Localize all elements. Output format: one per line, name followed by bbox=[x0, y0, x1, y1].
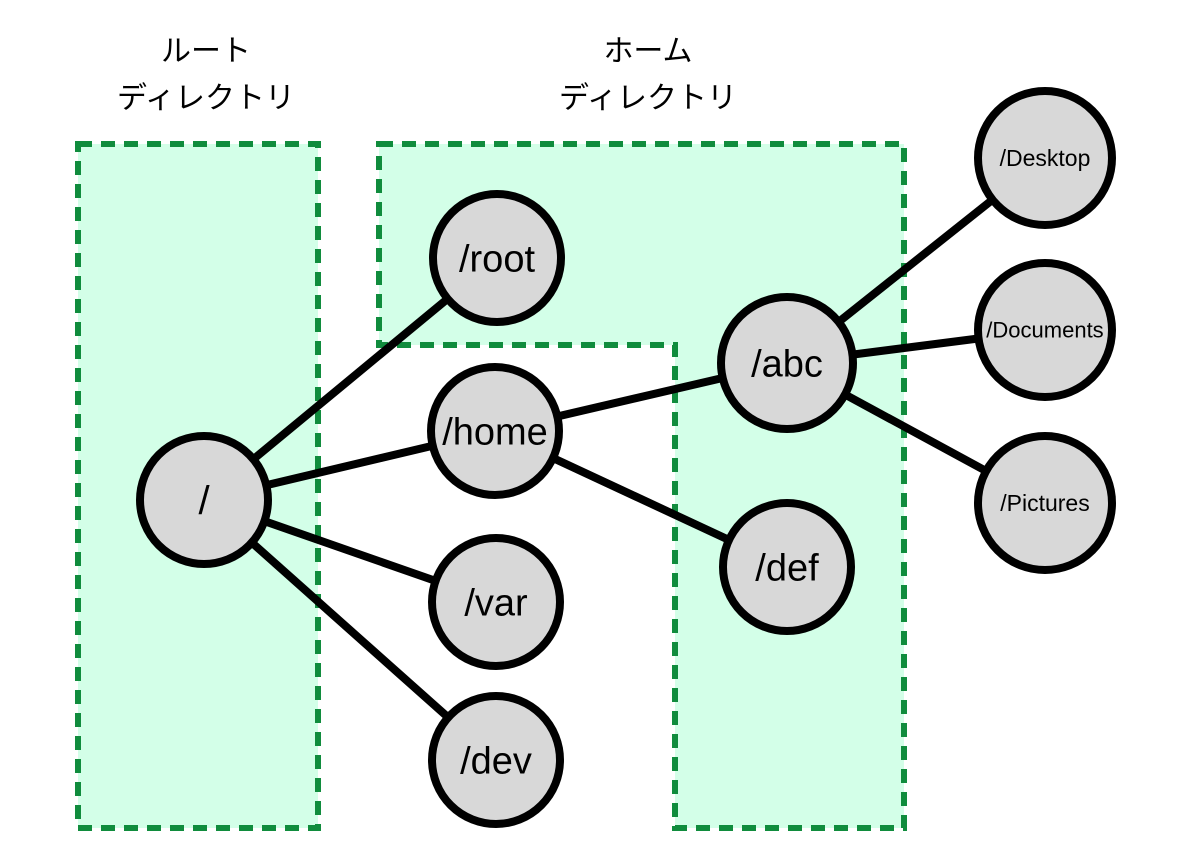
node-home bbox=[427, 363, 563, 499]
node-label-dev: /dev bbox=[460, 740, 532, 782]
node-label-abc: /abc bbox=[751, 343, 823, 385]
node-label-desktop: /Desktop bbox=[1000, 145, 1091, 171]
home-directory-label: ホーム ディレクトリ bbox=[559, 28, 737, 122]
root-directory-label-line2: ディレクトリ bbox=[117, 82, 295, 115]
node-slashroot bbox=[429, 190, 565, 326]
node-label-slashroot: /root bbox=[459, 238, 535, 280]
node-dev bbox=[428, 692, 564, 828]
node-def bbox=[719, 499, 855, 635]
home-directory-label-line1: ホーム bbox=[603, 35, 693, 68]
home-directory-label-line2: ディレクトリ bbox=[559, 82, 737, 115]
node-desktop bbox=[974, 87, 1116, 229]
root-directory-label-line1: ルート bbox=[161, 35, 251, 68]
node-label-pictures: /Pictures bbox=[1000, 490, 1089, 516]
node-documents bbox=[974, 259, 1116, 401]
node-var bbox=[428, 534, 564, 670]
root-directory-label: ルート ディレクトリ bbox=[117, 28, 295, 122]
node-label-def: /def bbox=[755, 547, 819, 589]
node-pictures bbox=[974, 432, 1116, 574]
node-label-root: / bbox=[198, 479, 210, 523]
node-root bbox=[136, 432, 272, 568]
node-label-var: /var bbox=[464, 582, 528, 624]
node-abc bbox=[717, 293, 857, 433]
node-label-home: /home bbox=[442, 411, 548, 453]
node-label-documents: /Documents bbox=[986, 318, 1103, 343]
